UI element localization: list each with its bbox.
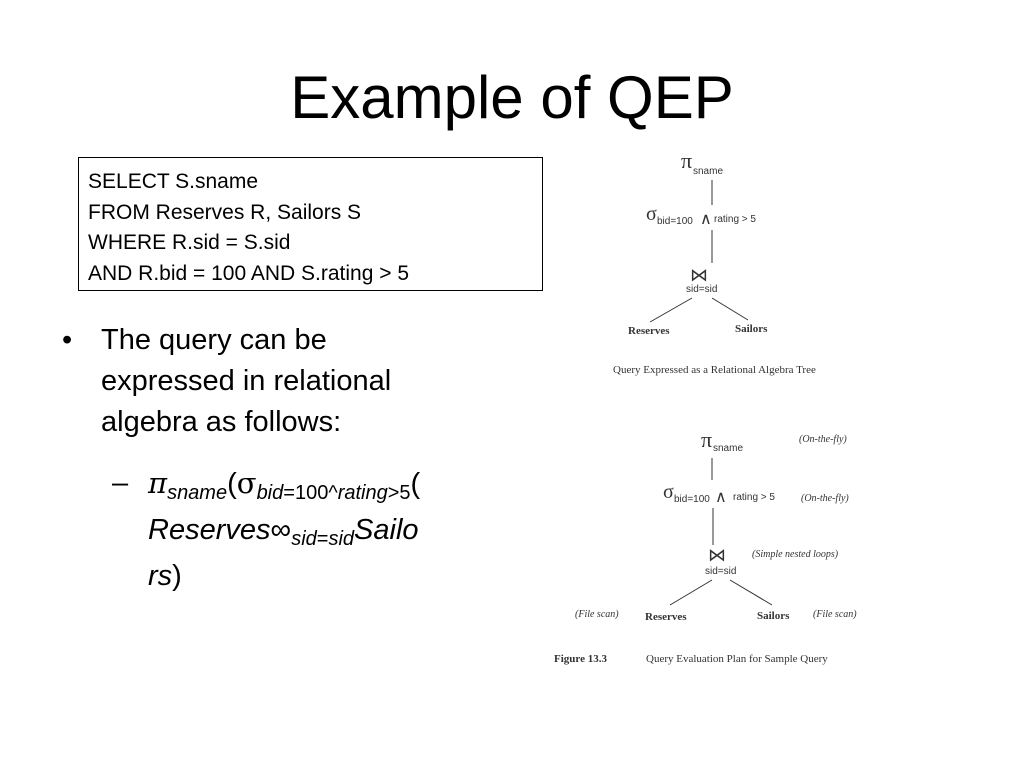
bullet-marker: •	[62, 324, 73, 356]
open-paren-2: (	[410, 468, 421, 500]
sigma-symbol: σ	[236, 466, 257, 500]
join-subscript: sid=sid	[291, 528, 355, 550]
tree2-edge-join-left	[669, 579, 713, 606]
expression-line-3: rs)	[148, 555, 528, 598]
slide-title: Example of QEP	[290, 64, 734, 131]
tree2-sigma-cond-left: bid=100	[674, 494, 710, 505]
query-evaluation-plan-tree: π sname (On-the-fly) σ bid=100 ∧ rating …	[554, 427, 857, 665]
expression-line-2: Reserves∞sid=sidSailo	[148, 509, 528, 555]
join-symbol: ∞	[270, 514, 292, 546]
tree1-pi-symbol: π	[681, 148, 692, 173]
tree1-and-symbol: ∧	[700, 211, 712, 228]
tree2-edge-join-right	[729, 579, 773, 606]
sql-line-where: WHERE R.sid = S.sid	[88, 231, 291, 254]
tree1-sigma-cond-left: bid=100	[657, 216, 693, 227]
tree1-right-leaf: Sailors	[735, 323, 768, 335]
tree1-edge-join-right	[711, 297, 749, 321]
tree2-join-condition: sid=sid	[705, 566, 736, 577]
tree2-pi-subscript: sname	[713, 443, 743, 454]
sql-line-from: FROM Reserves R, Sailors S	[88, 200, 362, 224]
sql-line-select: SELECT S.sname	[88, 170, 259, 193]
tree2-sigma-note: (On-the-fly)	[801, 493, 849, 504]
tree1-sigma-cond-right: rating > 5	[714, 214, 756, 225]
bullet-line: expressed in relational	[101, 365, 392, 397]
sql-query-box: SELECT S.sname FROM Reserves R, Sailors …	[78, 157, 543, 291]
tree1-caption: Query Expressed as a Relational Algebra …	[613, 364, 816, 376]
bullet-text: The query can be expressed in relational…	[101, 320, 491, 443]
bullet-line: The query can be	[101, 324, 327, 356]
subbullet-marker: –	[112, 467, 129, 499]
tree2-join-note: (Simple nested loops)	[752, 549, 839, 560]
tree2-caption-label: Figure 13.3	[554, 653, 607, 665]
tree2-sigma-symbol: σ	[663, 481, 674, 503]
sigma-subscript: bid=100^rating>5	[256, 482, 411, 504]
tree1-left-leaf: Reserves	[628, 325, 670, 337]
query-plan-figure: π sname σ bid=100 ∧ rating > 5 ⋈ sid=sid…	[554, 148, 857, 665]
sailors-relation-part2: rs	[148, 560, 173, 592]
algebra-expression: πsname(σbid=100^rating>5( Reserves∞sid=s…	[148, 462, 528, 598]
bullet-line: algebra as follows:	[101, 406, 342, 438]
tree1-join-symbol: ⋈	[690, 265, 708, 285]
tree2-caption-text: Query Evaluation Plan for Sample Query	[646, 653, 828, 665]
tree2-left-note: (File scan)	[575, 609, 619, 620]
tree2-pi-symbol: π	[701, 427, 712, 452]
sailors-relation-part1: Sailo	[354, 514, 419, 546]
tree2-and-symbol: ∧	[715, 489, 727, 506]
pi-subscript: sname	[167, 482, 228, 504]
tree1-join-condition: sid=sid	[686, 284, 717, 295]
tree2-sigma-cond-right: rating > 5	[733, 492, 775, 503]
tree2-left-leaf: Reserves	[645, 611, 687, 623]
tree2-pi-note: (On-the-fly)	[799, 434, 847, 445]
open-paren: (	[227, 468, 237, 500]
close-paren: )	[172, 560, 182, 592]
tree1-sigma-symbol: σ	[646, 203, 657, 225]
expression-line-1: πsname(σbid=100^rating>5(	[148, 462, 528, 509]
tree2-join-symbol: ⋈	[708, 545, 726, 565]
pi-symbol: π	[148, 466, 168, 500]
tree2-right-note: (File scan)	[813, 609, 857, 620]
sql-line-and: AND R.bid = 100 AND S.rating > 5	[88, 261, 409, 285]
tree1-edge-join-left	[649, 297, 693, 323]
tree2-right-leaf: Sailors	[757, 610, 790, 622]
reserves-relation: Reserves	[148, 514, 271, 546]
tree1-pi-subscript: sname	[693, 166, 723, 177]
relational-algebra-tree: π sname σ bid=100 ∧ rating > 5 ⋈ sid=sid…	[613, 148, 816, 376]
